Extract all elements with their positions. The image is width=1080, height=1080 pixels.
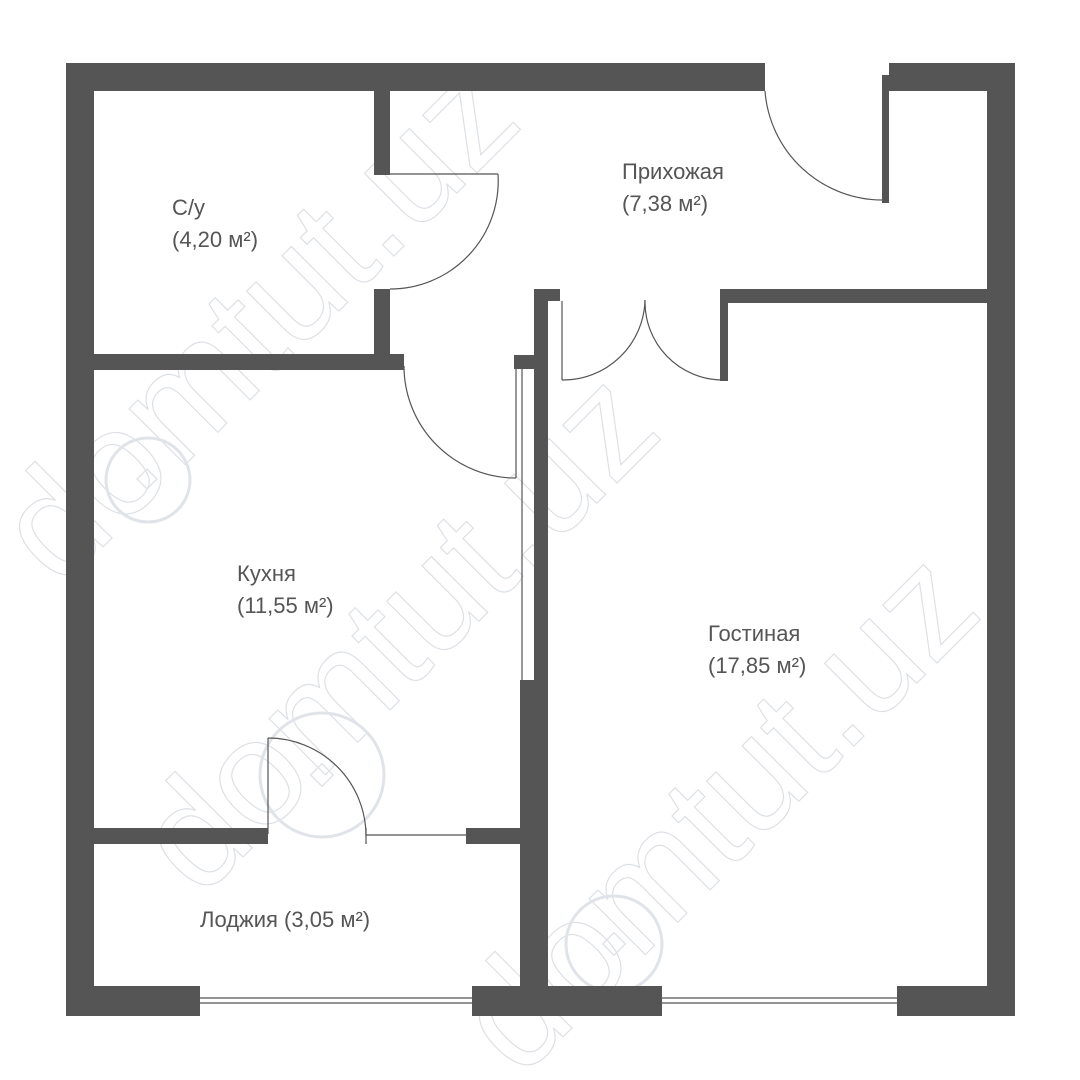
walls (66, 63, 1015, 1016)
door-lines (200, 90, 897, 1004)
room-label-hallway: Прихожая (7,38 м²) (622, 156, 724, 220)
living-room-area: (17,85 м²) (708, 653, 807, 678)
wall-bottom-right (897, 986, 1015, 1016)
wall-bath-right-upper (374, 91, 390, 175)
loggia-label: Лоджия (3,05 м²) (200, 907, 371, 932)
room-label-kitchen: Кухня (11,55 м²) (237, 558, 334, 622)
wall-top-left (66, 63, 765, 91)
living-door-swing-arc-left (561, 299, 646, 381)
room-label-loggia: Лоджия (3,05 м²) (200, 904, 370, 936)
wall-kitchen-bottom-left (94, 828, 268, 844)
entrance-door-swing-arc (764, 90, 884, 201)
room-label-living-room: Гостиная (17,85 м²) (708, 618, 806, 682)
watermark-logo-1 (104, 436, 192, 524)
wall-bottom-middle (472, 986, 662, 1016)
room-label-bathroom: С/у (4,20 м²) (172, 192, 258, 256)
wall-bottom-left (66, 986, 200, 1016)
wall-center-nib (514, 355, 534, 369)
bath-door-swing-arc (389, 173, 499, 290)
watermark: domtut.uz domtut.uz domtut.uz (0, 27, 1009, 1080)
kitchen-area: (11,55 м²) (237, 593, 334, 618)
kitchen-door-swing-arc (403, 365, 517, 479)
wall-living-top (726, 289, 987, 303)
wall-center-cap (534, 289, 560, 301)
bathroom-name: С/у (172, 195, 205, 220)
hallway-name: Прихожая (622, 159, 724, 184)
wall-left (66, 63, 94, 1016)
wall-kitchen-bottom-right (466, 828, 534, 844)
hallway-area: (7,38 м²) (622, 191, 709, 216)
wall-bath-right-lower (374, 289, 390, 356)
living-room-name: Гостиная (708, 621, 801, 646)
kitchen-name: Кухня (237, 561, 296, 586)
wall-living-top-nib (720, 289, 728, 381)
wall-bath-bottom (94, 354, 404, 370)
living-door-swing-arc-right (644, 299, 723, 381)
loggia-door-swing-arc (267, 737, 367, 837)
wall-right (987, 63, 1015, 1016)
watermark-logo-2 (258, 711, 386, 839)
bathroom-area: (4,20 м²) (172, 227, 259, 252)
